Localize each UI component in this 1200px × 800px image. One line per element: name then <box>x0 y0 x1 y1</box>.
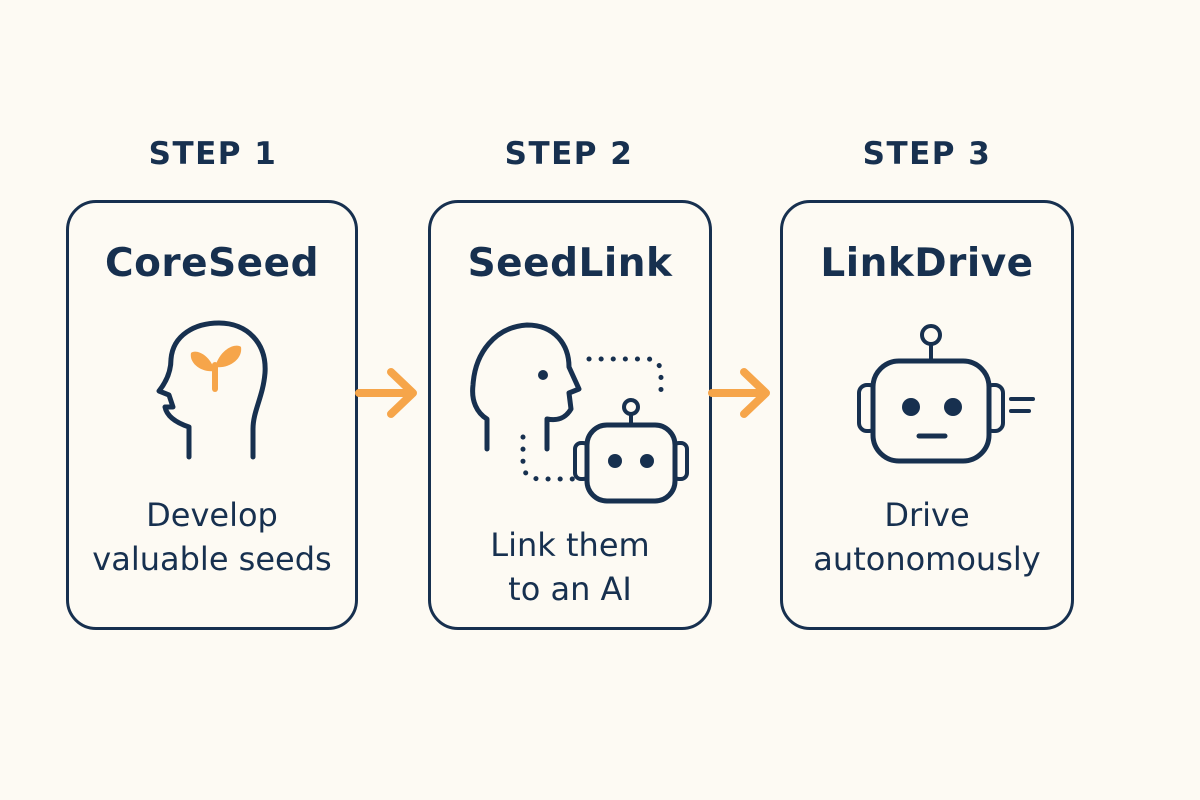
step-1-description-line-2: valuable seeds <box>92 540 332 578</box>
step-1-description-line-1: Develop <box>146 496 278 534</box>
head-with-sprout-icon <box>149 319 279 469</box>
step-2-description-line-1: Link them <box>490 526 650 564</box>
step-3-description-line-1: Drive <box>884 496 970 534</box>
step-2-label: STEP 2 <box>504 136 634 172</box>
step-2-card: SeedLink Link them to an AI <box>428 200 712 630</box>
step-3-description-line-2: autonomously <box>813 540 1041 578</box>
step-1-title: CoreSeed <box>104 241 319 286</box>
step-3-card: LinkDrive Drive autonomously <box>780 200 1074 630</box>
step-1-label: STEP 1 <box>148 136 278 172</box>
head-linked-to-robot-icon <box>461 313 693 513</box>
step-2-description: Link them to an AI <box>431 523 709 611</box>
step-1-card: CoreSeed Develop valuable seeds <box>66 200 358 630</box>
step-3-label: STEP 3 <box>862 136 992 172</box>
step-3-title: LinkDrive <box>820 241 1034 286</box>
step-1-description: Develop valuable seeds <box>69 493 355 581</box>
robot-icon <box>853 323 1043 473</box>
arrow-right-icon <box>355 366 421 420</box>
step-2-description-line-2: to an AI <box>508 570 632 608</box>
step-2-title: SeedLink <box>467 241 673 286</box>
arrow-right-icon <box>708 366 774 420</box>
step-3-description: Drive autonomously <box>783 493 1071 581</box>
